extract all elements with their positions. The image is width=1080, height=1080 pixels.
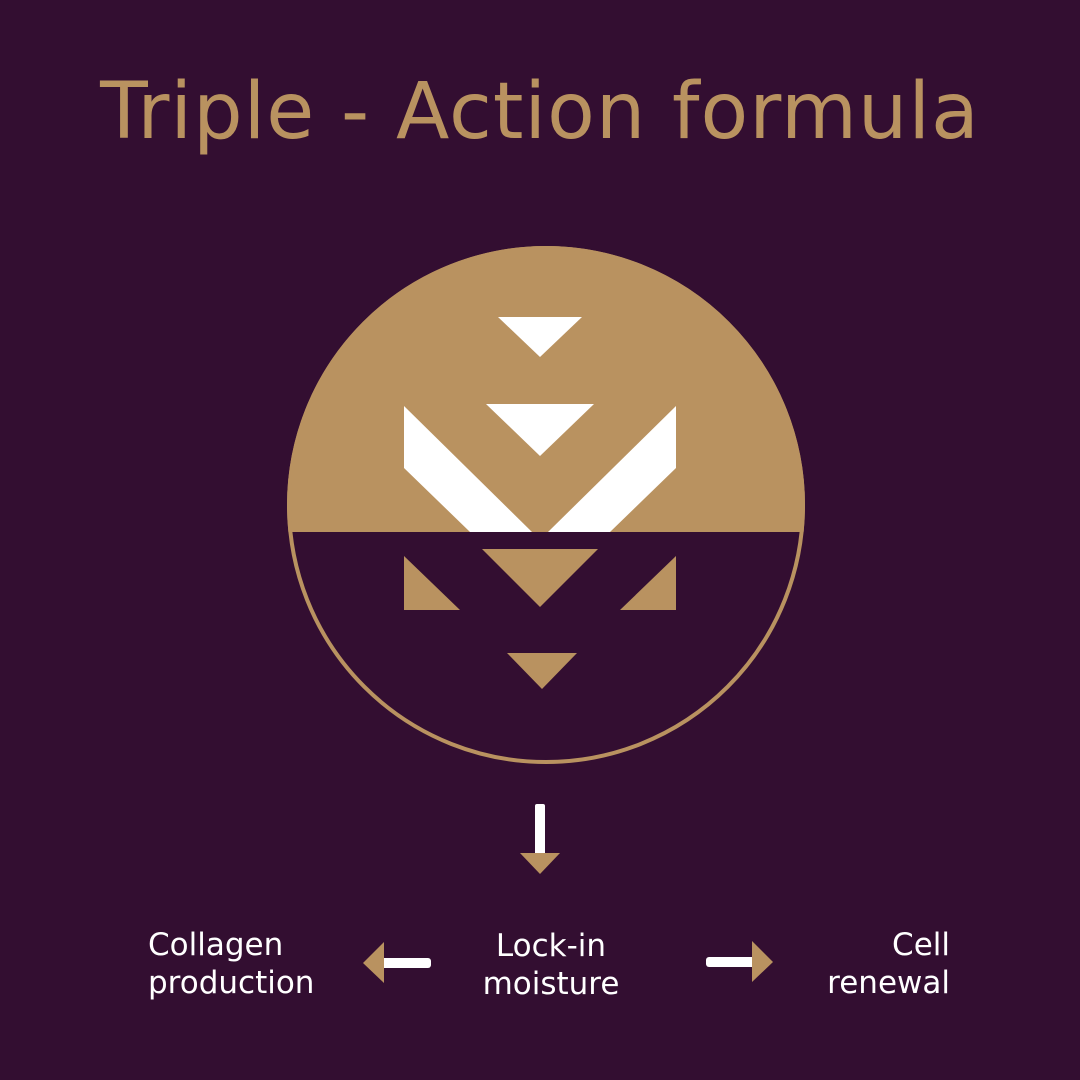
emblem-right-chevron bbox=[548, 406, 676, 532]
label-line: production bbox=[148, 965, 315, 1001]
arrow-right-icon bbox=[706, 941, 773, 982]
label-line: Cell bbox=[892, 927, 950, 963]
label-collagen-production: Collagen production bbox=[148, 926, 314, 1002]
label-line: moisture bbox=[482, 966, 620, 1002]
arrow-down-icon bbox=[520, 804, 560, 874]
label-lock-in-moisture: Lock-in moisture bbox=[440, 927, 662, 1003]
emblem-lower-center-triangle bbox=[482, 549, 598, 607]
emblem-left-chevron bbox=[404, 406, 532, 532]
emblem-lower-right-triangle bbox=[620, 556, 676, 610]
label-line: renewal bbox=[827, 965, 950, 1001]
emblem-middle-triangle bbox=[486, 404, 594, 456]
emblem-bottom-triangle bbox=[507, 653, 577, 689]
emblem-lower-left-triangle bbox=[404, 556, 460, 610]
label-cell-renewal: Cell renewal bbox=[760, 926, 950, 1002]
emblem-top-triangle bbox=[498, 317, 582, 357]
arrow-left-icon bbox=[363, 942, 431, 983]
emblem-ring bbox=[287, 246, 805, 764]
label-line: Lock-in bbox=[495, 928, 607, 964]
label-line: Collagen bbox=[148, 927, 284, 963]
page-title: Triple - Action formula bbox=[100, 67, 980, 157]
